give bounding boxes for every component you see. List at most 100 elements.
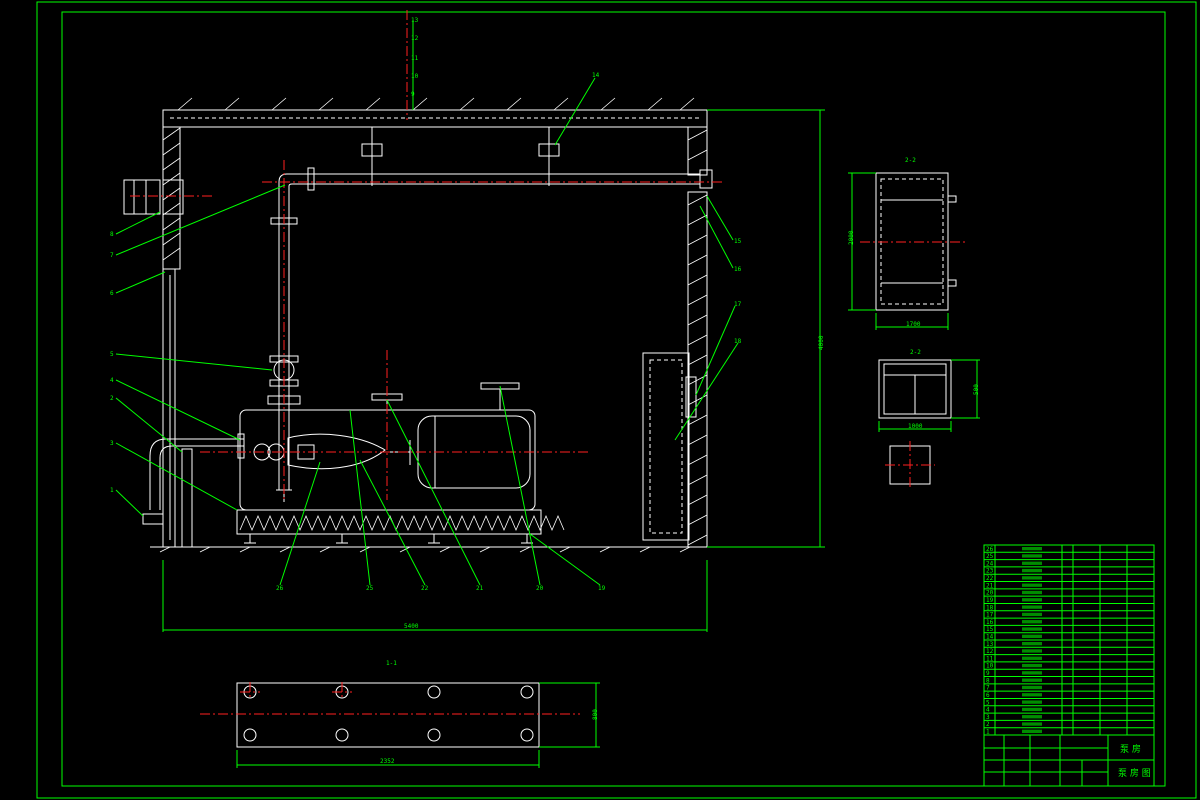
svg-text:3: 3 — [110, 440, 114, 447]
section-label-2-2-top: 2-2 — [905, 157, 916, 164]
bom-row-name-glyph — [1022, 620, 1042, 624]
side-view-window — [860, 172, 965, 311]
bom-row-name-glyph — [1022, 547, 1042, 551]
svg-text:26: 26 — [276, 585, 284, 592]
bom-row-name-glyph — [1022, 678, 1042, 682]
svg-text:19: 19 — [598, 585, 606, 592]
pump-casing — [287, 433, 386, 470]
bom-row-name-glyph — [1022, 598, 1042, 602]
main-elevation — [123, 10, 725, 553]
control-cabinet — [642, 352, 690, 541]
svg-text:20: 20 — [536, 585, 544, 592]
bom-row-name-glyph — [1022, 685, 1042, 690]
base-plan — [200, 682, 580, 748]
bom-row-name-glyph — [1022, 612, 1042, 617]
dim-base-width: 2352 — [380, 758, 395, 765]
svg-text:9: 9 — [411, 91, 415, 98]
bom-row-number: 19 — [986, 597, 994, 604]
svg-text:17: 17 — [734, 301, 742, 308]
bom-row-number: 22 — [986, 575, 994, 582]
bom-row-number: 8 — [986, 677, 990, 684]
svg-text:1: 1 — [110, 487, 114, 494]
svg-text:7: 7 — [110, 252, 114, 259]
bom-row-number: 9 — [986, 670, 990, 677]
svg-text:4: 4 — [110, 377, 114, 384]
bom-row-number: 16 — [986, 619, 994, 626]
outer-frame — [36, 1, 1197, 799]
bom-row-name-glyph — [1022, 715, 1042, 719]
bom-row-number: 12 — [986, 648, 994, 655]
bom-row-name-glyph — [1022, 663, 1042, 668]
bom-row-number: 24 — [986, 560, 994, 567]
bom-row-name-glyph — [1022, 707, 1042, 712]
svg-text:13: 13 — [411, 17, 419, 24]
right-wall-upper — [687, 126, 708, 176]
wall-fan — [123, 179, 161, 215]
dim-small-width: 1000 — [908, 423, 923, 430]
dim-small-height: 500 — [973, 384, 980, 395]
bom-row-name-glyph — [1022, 634, 1042, 638]
bom-row-number: 25 — [986, 553, 994, 560]
bom-row-name-glyph — [1022, 554, 1042, 558]
subtitle-text: 泵 房 图 — [1118, 767, 1151, 779]
bom-row-name-glyph — [1022, 561, 1042, 565]
bom-row-number: 13 — [986, 641, 994, 648]
bom-row-number: 15 — [986, 626, 994, 633]
svg-text:6: 6 — [110, 290, 114, 297]
bom-row-number: 17 — [986, 612, 994, 619]
bom-row-name-glyph — [1022, 642, 1042, 646]
bom-row-number: 2 — [986, 721, 990, 728]
callout-labels: 1 2 3 4 5 6 7 8 13 12 11 10 9 14 15 16 1… — [110, 17, 742, 592]
bom-row-name-glyph — [1022, 722, 1042, 726]
bom-row-number: 14 — [986, 634, 994, 641]
inner-frame — [61, 11, 1166, 787]
section-label-2-2-mid: 2-2 — [910, 349, 921, 356]
svg-text:2: 2 — [110, 395, 114, 402]
roof-slab — [162, 109, 708, 128]
svg-text:25: 25 — [366, 585, 374, 592]
svg-text:21: 21 — [476, 585, 484, 592]
bom-row-name-glyph — [1022, 590, 1042, 595]
dim-side-width: 1700 — [906, 321, 921, 328]
svg-text:14: 14 — [592, 72, 600, 79]
bom-row-name-glyph — [1022, 656, 1042, 660]
bom-row-name-glyph — [1022, 576, 1042, 580]
dimension-lines — [162, 109, 825, 632]
bom-row-number: 26 — [986, 546, 994, 553]
roof-hatch — [177, 97, 695, 111]
bom-row-number: 11 — [986, 655, 994, 662]
bom-row-name-glyph — [1022, 627, 1042, 631]
svg-text:5: 5 — [110, 351, 114, 358]
bom-row-number: 1 — [986, 729, 990, 736]
bom-row-name-glyph — [1022, 649, 1042, 653]
svg-text:10: 10 — [411, 73, 419, 80]
svg-text:12: 12 — [411, 35, 419, 42]
dim-base-height: 800 — [592, 709, 599, 720]
svg-text:8: 8 — [110, 231, 114, 238]
svg-text:11: 11 — [411, 55, 419, 62]
bom-row-number: 4 — [986, 707, 990, 714]
bom-row-name-glyph — [1022, 568, 1042, 573]
small-square-plate — [885, 441, 935, 490]
bom-row-number: 6 — [986, 692, 990, 699]
dim-width: 5400 — [404, 623, 419, 630]
svg-text:22: 22 — [421, 585, 429, 592]
bom-row-name-glyph — [1022, 729, 1042, 733]
svg-text:15: 15 — [734, 238, 742, 245]
bom-row-number: 18 — [986, 604, 994, 611]
svg-text:16: 16 — [734, 266, 742, 273]
bom-row-number: 5 — [986, 699, 990, 706]
bom-row-name-glyph — [1022, 671, 1042, 675]
svg-text:18: 18 — [734, 338, 742, 345]
bom-row-name-glyph — [1022, 693, 1042, 697]
bom-row-name-glyph — [1022, 605, 1042, 609]
dim-side-height: 2000 — [848, 230, 855, 245]
bom-row-number: 7 — [986, 685, 990, 692]
bom-row-number: 10 — [986, 663, 994, 670]
bom-row-number: 21 — [986, 582, 994, 589]
leader-lines — [115, 20, 739, 586]
bom-row-name-glyph — [1022, 700, 1042, 704]
right-wall — [687, 191, 708, 548]
bom-row-number: 23 — [986, 568, 994, 575]
bom-row-number: 20 — [986, 590, 994, 597]
